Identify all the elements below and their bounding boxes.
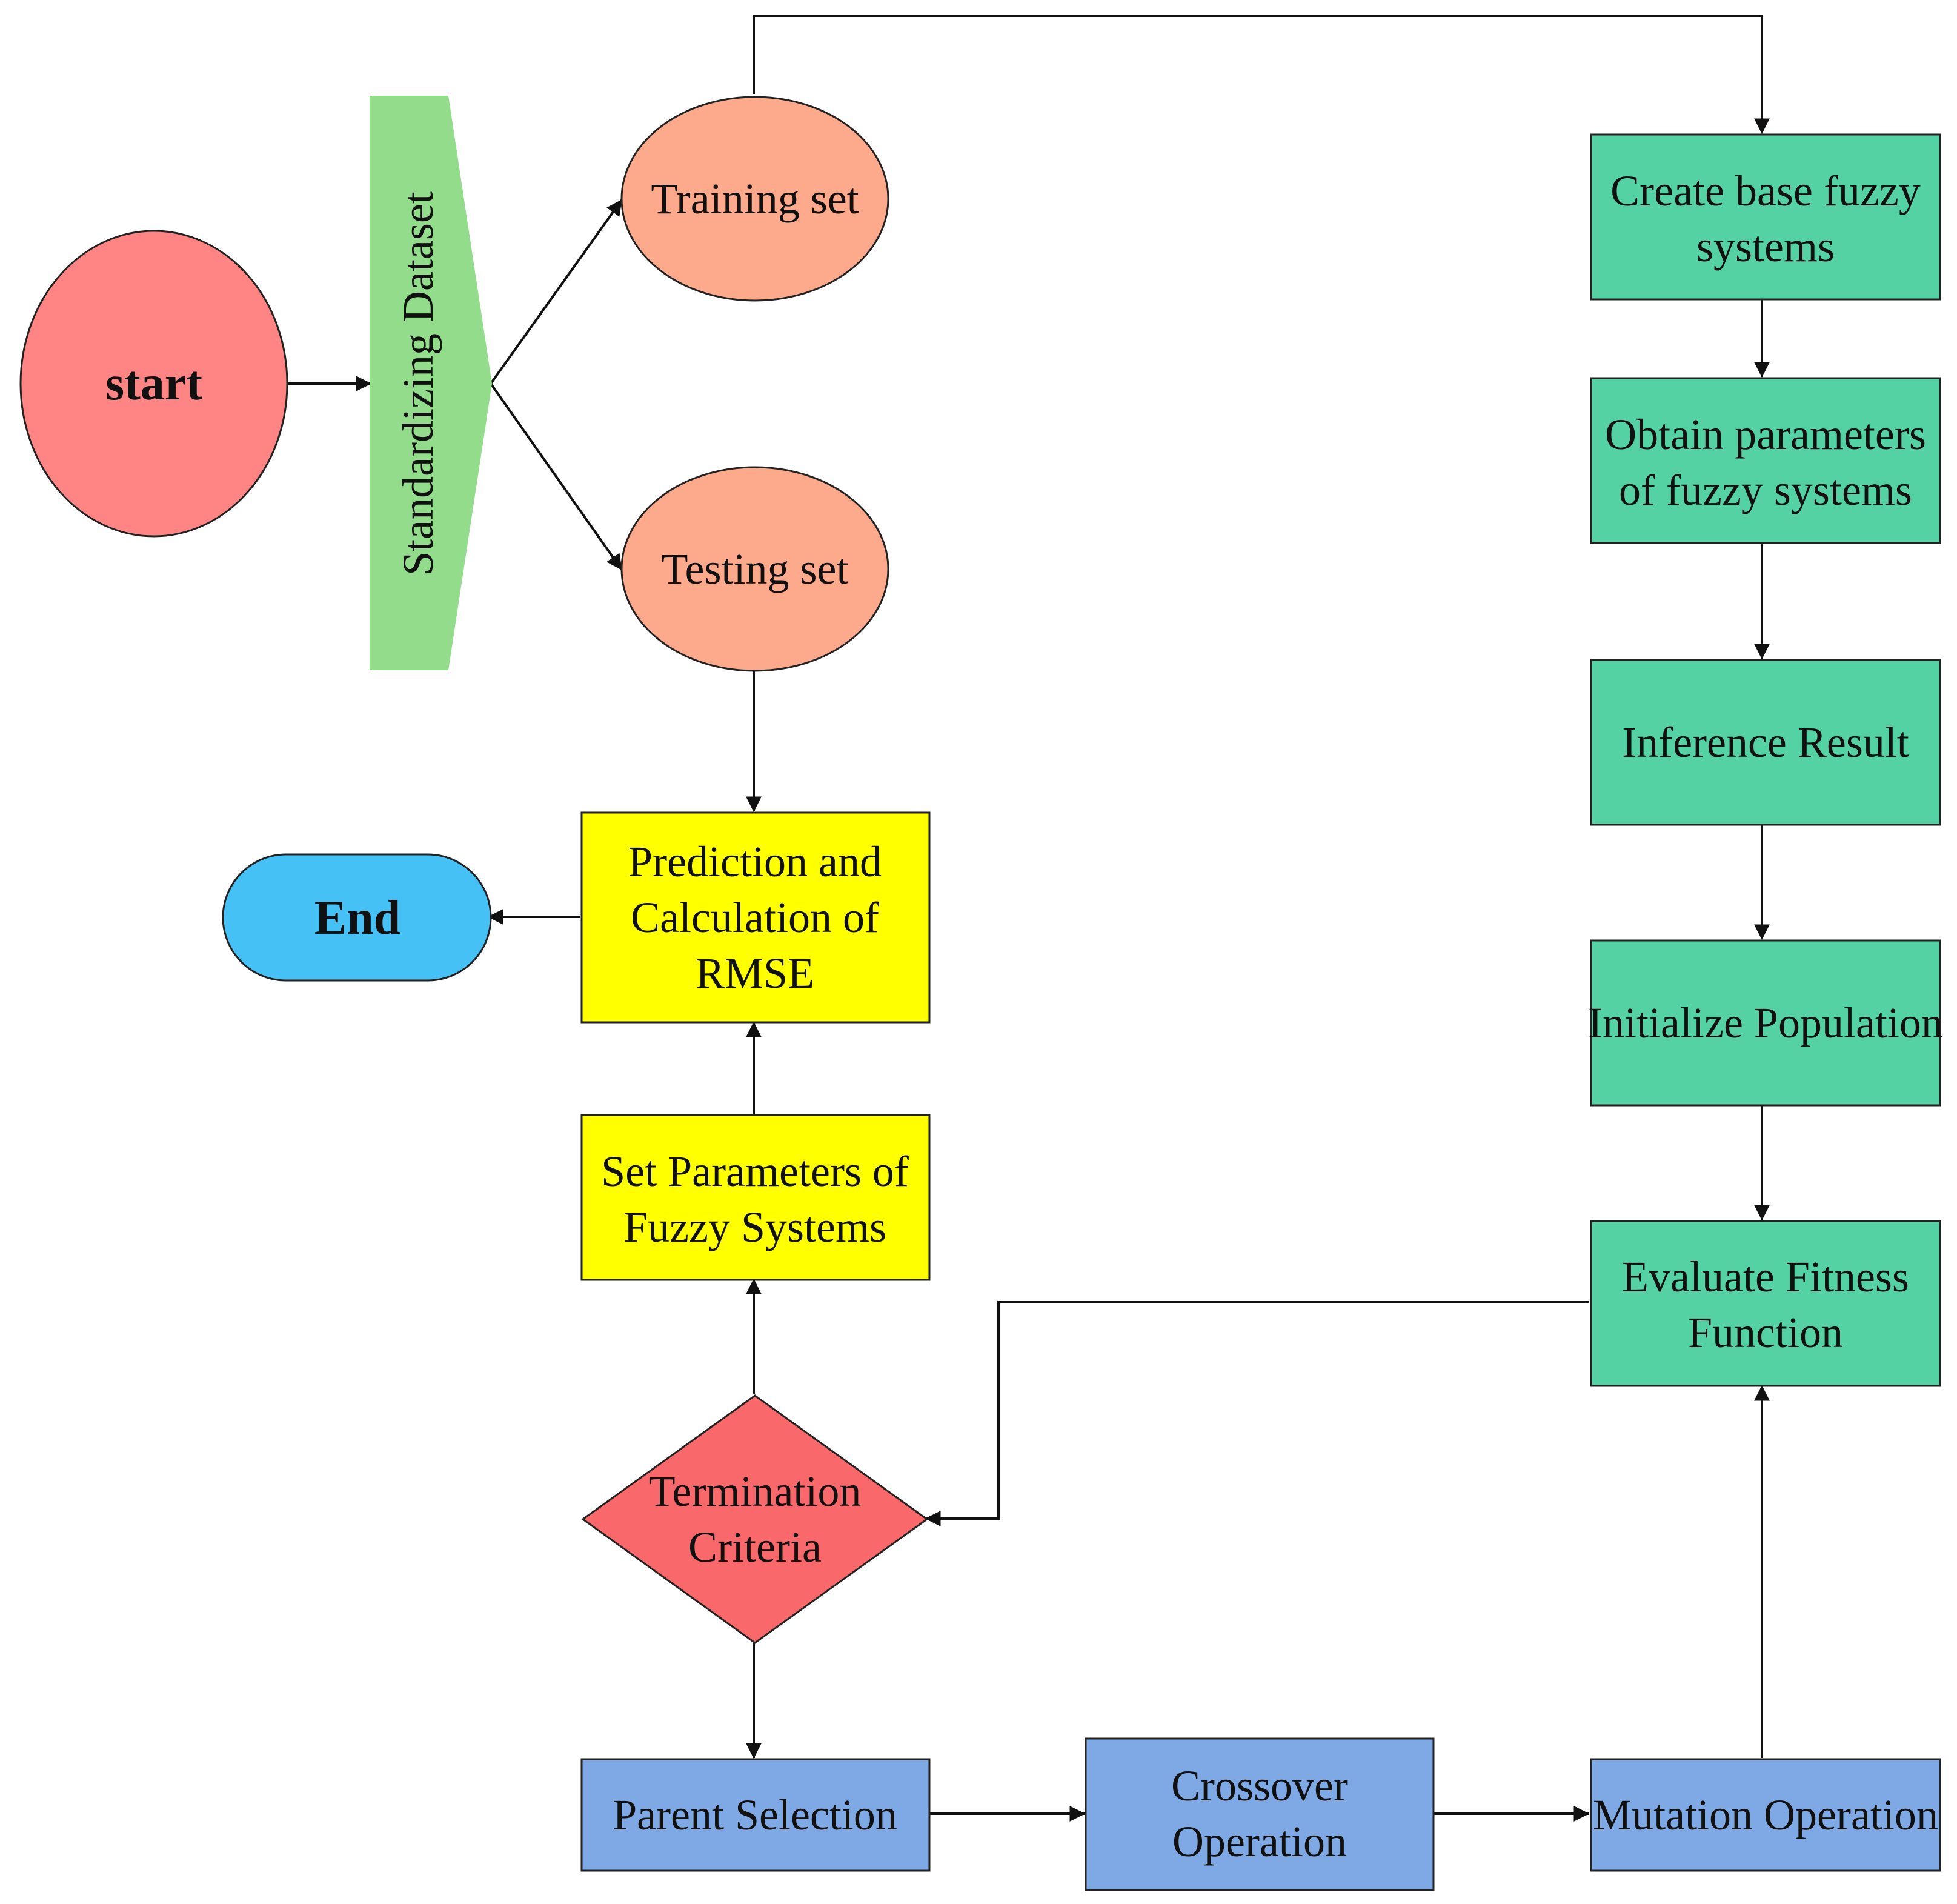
training-set-node: Training set: [620, 96, 889, 302]
edge-standardize-to-testing: [490, 382, 623, 571]
end-node: End: [222, 853, 492, 982]
create-base-line-1: Create base fuzzy: [1610, 167, 1921, 215]
edge-evaluate-to-termination: [925, 1301, 1589, 1526]
start-node: start: [19, 230, 288, 538]
prediction-box: [580, 811, 931, 1024]
create-base-node: Create base fuzzy systems: [1590, 133, 1941, 301]
standardize-node: Standardizing Dataset: [370, 96, 492, 670]
end-terminator: [222, 853, 492, 982]
mutation-box: [1590, 1758, 1941, 1872]
init-population-label: Initialize Population: [1588, 999, 1943, 1047]
testing-set-node: Testing set: [620, 466, 889, 672]
parent-selection-box: [580, 1758, 931, 1872]
testing-label: Testing set: [662, 545, 849, 593]
start-label: start: [105, 357, 202, 410]
end-label: End: [314, 891, 400, 945]
training-ellipse: [620, 96, 889, 302]
obtain-params-line-2: of fuzzy systems: [1619, 466, 1912, 514]
set-params-line-1: Set Parameters of: [601, 1147, 909, 1196]
crossover-line-2: Operation: [1172, 1817, 1347, 1866]
termination-diamond: [581, 1394, 929, 1644]
create-base-box: [1590, 133, 1941, 301]
evaluate-node: Evaluate Fitness Function: [1590, 1220, 1941, 1387]
set-params-node: Set Parameters of Fuzzy Systems: [580, 1114, 931, 1281]
evaluate-line-1: Evaluate Fitness: [1622, 1253, 1909, 1301]
standardize-label: Standardizing Dataset: [394, 191, 442, 576]
inference-node: Inference Result: [1590, 659, 1941, 826]
set-params-line-2: Fuzzy Systems: [623, 1203, 886, 1251]
parent-selection-node: Parent Selection: [580, 1758, 931, 1872]
prediction-line-3: RMSE: [696, 949, 814, 997]
crossover-node: Crossover Operation: [1085, 1737, 1435, 1891]
standardize-shape: [370, 96, 492, 670]
prediction-line-2: Calculation of: [631, 893, 879, 942]
inference-box: [1590, 659, 1941, 826]
mutation-node: Mutation Operation: [1590, 1758, 1941, 1872]
crossover-box: [1085, 1737, 1435, 1891]
obtain-params-box: [1590, 377, 1941, 544]
termination-node: Termination Criteria: [581, 1394, 929, 1644]
inference-label: Inference Result: [1622, 718, 1909, 767]
obtain-params-line-1: Obtain parameters: [1605, 410, 1926, 459]
connectors: [287, 15, 1770, 1822]
prediction-node: Prediction and Calculation of RMSE: [580, 811, 931, 1024]
init-population-node: Initialize Population: [1588, 939, 1943, 1107]
evaluate-line-2: Function: [1688, 1308, 1843, 1357]
mutation-label: Mutation Operation: [1593, 1791, 1938, 1839]
init-population-box: [1590, 939, 1941, 1107]
testing-ellipse: [620, 466, 889, 672]
create-base-line-2: systems: [1696, 222, 1835, 271]
termination-line-1: Termination: [649, 1467, 862, 1516]
edge-standardize-to-training: [490, 199, 623, 385]
parent-selection-label: Parent Selection: [613, 1791, 897, 1839]
start-circle: [19, 230, 288, 538]
prediction-line-1: Prediction and: [628, 837, 882, 886]
edge-training-to-create-base: [753, 15, 1770, 135]
termination-line-2: Criteria: [688, 1523, 822, 1571]
obtain-params-node: Obtain parameters of fuzzy systems: [1590, 377, 1941, 544]
set-params-box: [580, 1114, 931, 1281]
crossover-line-1: Crossover: [1171, 1762, 1348, 1810]
training-label: Training set: [651, 175, 859, 223]
evaluate-box: [1590, 1220, 1941, 1387]
